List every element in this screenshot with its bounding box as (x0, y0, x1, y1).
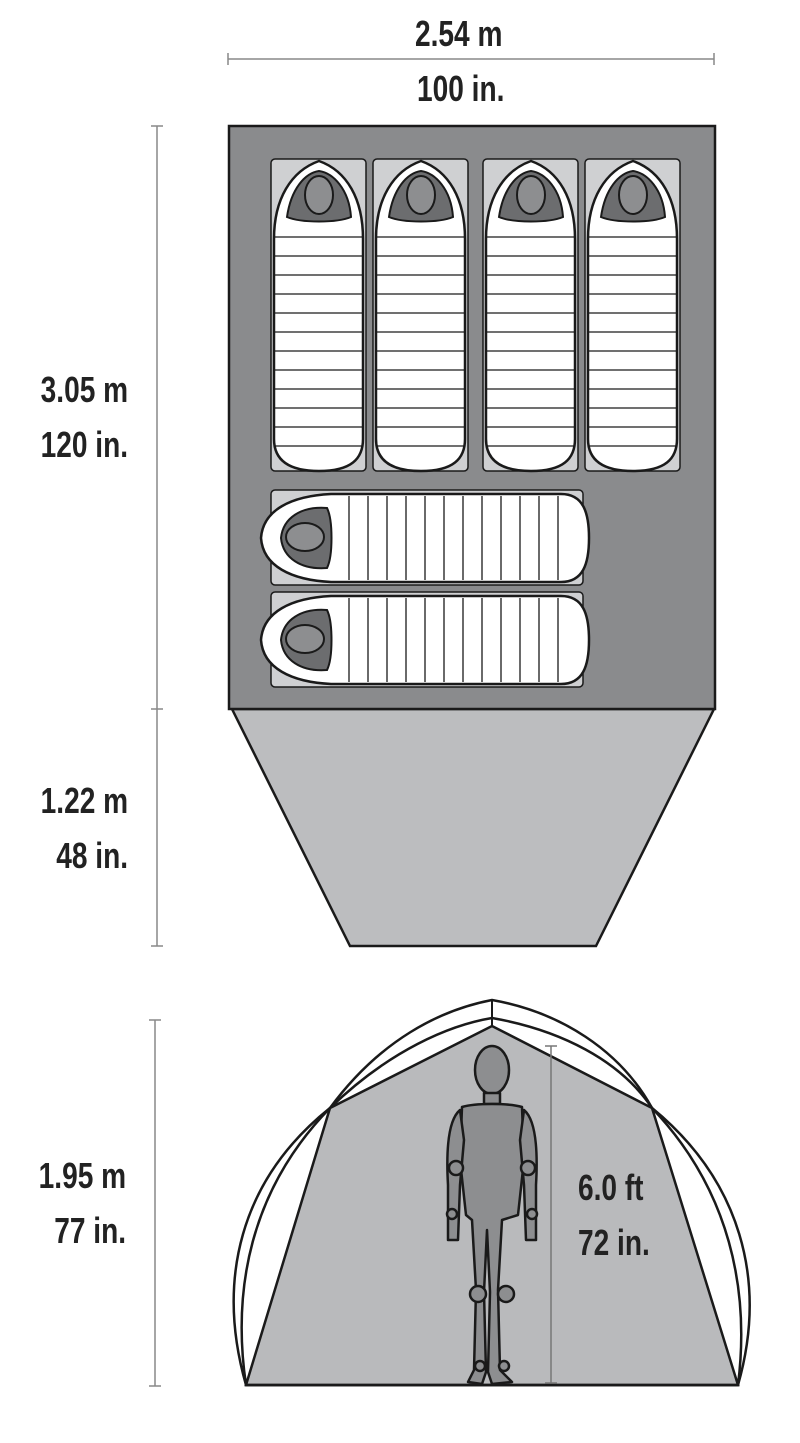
width-dimension-line (227, 53, 715, 65)
sleeping-bag (484, 159, 577, 473)
sleeper-head (406, 175, 436, 215)
length-imperial-label: 120 in. (40, 424, 128, 465)
sleeper-head (285, 522, 325, 552)
height-metric-label: 1.95 m (38, 1155, 126, 1196)
vertical-sleeper (482, 158, 579, 473)
vestibule-metric-label: 1.22 m (40, 780, 128, 821)
length-dimension-line (151, 125, 163, 947)
height-dimension-line (149, 1019, 161, 1387)
horizontal-sleeper (259, 591, 591, 688)
vestibule-area (229, 707, 717, 948)
standing-person-figure (445, 1044, 539, 1386)
vertical-sleeper (270, 158, 367, 473)
sleeping-bag (586, 159, 679, 473)
sleeper-head (516, 175, 546, 215)
length-metric-label: 3.05 m (40, 369, 128, 410)
person-height-in-label: 72 in. (578, 1222, 650, 1263)
sleeping-bag (272, 159, 365, 473)
sleepers-group (259, 158, 681, 688)
sleeper-head (618, 175, 648, 215)
sleeper-head (304, 175, 334, 215)
vertical-sleeper (372, 158, 469, 473)
vertical-sleeper (584, 158, 681, 473)
width-metric-label: 2.54 m (415, 13, 503, 54)
horizontal-sleeper (259, 489, 591, 586)
person-height-ft-label: 6.0 ft (578, 1167, 644, 1208)
vestibule-imperial-label: 48 in. (56, 835, 128, 876)
sleeping-bag (374, 159, 467, 473)
person-height-line (545, 1045, 557, 1384)
height-imperial-label: 77 in. (54, 1210, 126, 1251)
sleeper-head (285, 624, 325, 654)
width-imperial-label: 100 in. (417, 68, 505, 109)
